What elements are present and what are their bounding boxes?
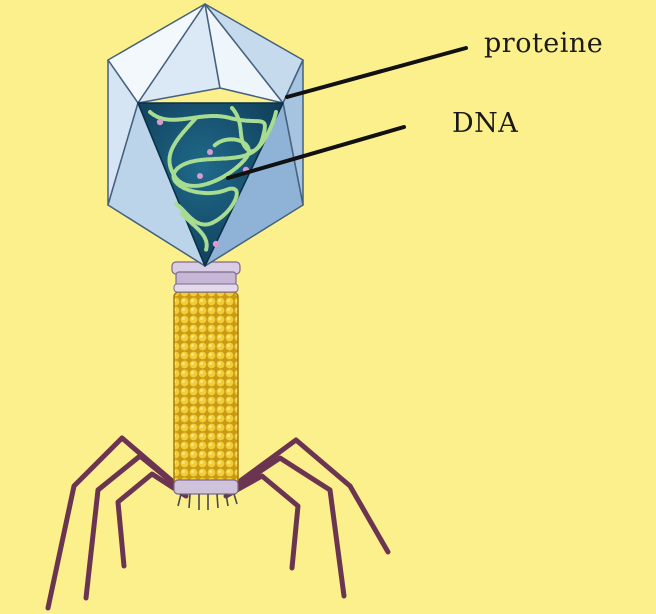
tail-fiber-right-mid (232, 458, 344, 596)
tail-fiber-left-mid (86, 456, 182, 598)
collar (172, 262, 240, 292)
tail-fiber-right-outer (236, 440, 388, 552)
label-protein: proteine (484, 28, 603, 59)
tail-sheath (174, 292, 238, 484)
leader-line-protein (287, 48, 466, 97)
tail-fiber-left-outer (48, 438, 178, 608)
label-dna: DNA (452, 108, 518, 139)
